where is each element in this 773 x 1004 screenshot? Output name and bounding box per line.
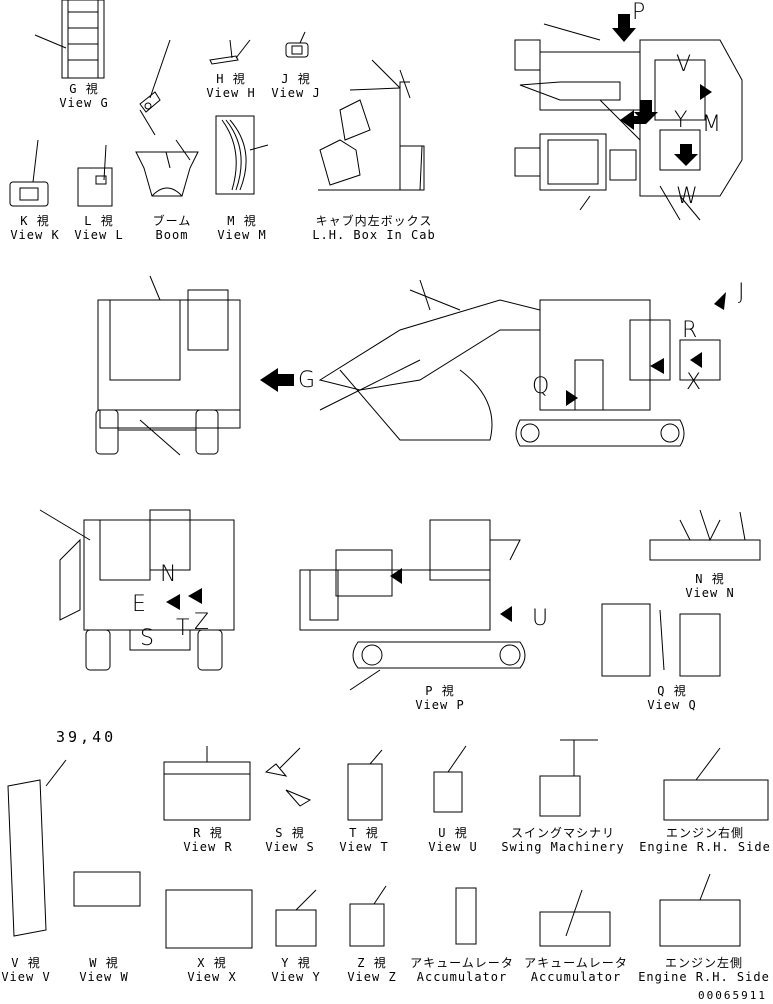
letter-m: M [702, 112, 721, 137]
drawing-code: 00065911 [698, 989, 767, 1002]
letter-v: V [676, 52, 692, 77]
letter-j: J [738, 280, 745, 305]
letter-u: U [532, 606, 549, 631]
letter-t: T [176, 616, 190, 641]
letter-p: P [632, 0, 646, 25]
view-m-drawing [215, 115, 269, 195]
letter-r: R [682, 318, 698, 343]
letter-w: W [676, 184, 698, 209]
view-n-drawing [649, 509, 761, 561]
letter-e: E [132, 592, 146, 617]
letter-z: Z [194, 610, 210, 635]
plan-view-drawing [514, 23, 743, 221]
view-q-drawing [601, 603, 721, 677]
boom-part-drawing [135, 139, 199, 197]
view-g-drawing [34, 0, 105, 79]
letter-y: Y [674, 108, 688, 133]
view-k-drawing [9, 139, 49, 207]
letter-n: N [160, 562, 177, 587]
side-view-drawing [318, 279, 721, 447]
bottom-row2-drawings [7, 759, 741, 949]
bottom-row1-drawings [163, 739, 769, 821]
view-h-drawing [209, 39, 251, 65]
cab-box-drawing [318, 59, 425, 191]
letter-g: G [298, 368, 316, 393]
reference-number: 39,40 [56, 728, 117, 746]
view-j-drawing [285, 31, 309, 58]
letter-s: S [140, 626, 154, 651]
front-view-drawing [39, 509, 235, 671]
letter-x: X [686, 370, 702, 395]
boom-small-drawing [139, 39, 171, 136]
rear-view-drawing [95, 275, 241, 456]
view-p-drawing [299, 519, 526, 691]
view-l-drawing [77, 144, 113, 207]
letter-q: Q [532, 374, 550, 399]
callout-arrows [166, 14, 726, 622]
